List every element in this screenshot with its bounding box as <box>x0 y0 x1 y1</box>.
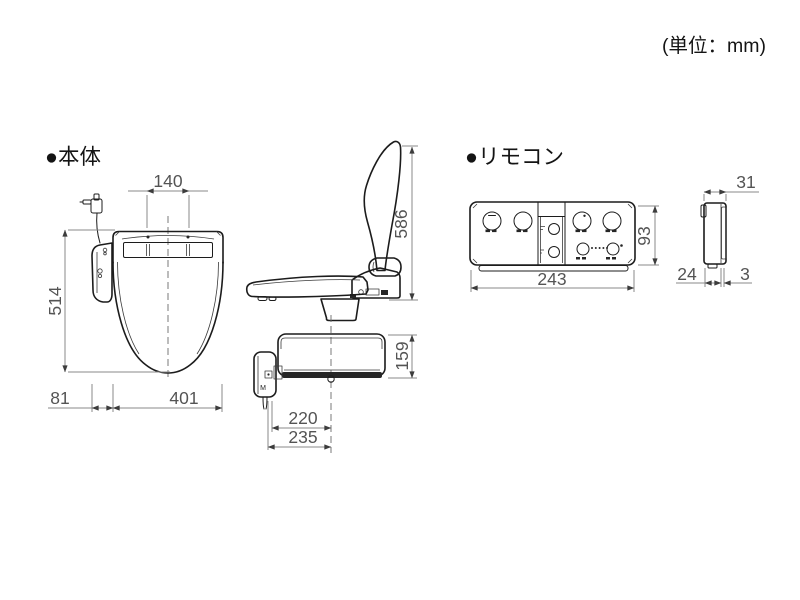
dim-remote-height: 93 <box>634 205 659 266</box>
svg-text:140: 140 <box>153 171 182 191</box>
svg-text:3: 3 <box>740 264 750 284</box>
power-plug-icon <box>79 193 103 244</box>
adjust-micro-labels <box>576 257 616 260</box>
hinge-dot-left <box>146 235 150 239</box>
mounting-plate <box>320 298 360 322</box>
remote-front-view: 243 93 <box>469 201 659 292</box>
remote-side-body <box>703 202 727 265</box>
pod-marking: M <box>260 385 266 392</box>
hinge-slots <box>146 244 190 256</box>
body-top-view: 140 514 81 401 <box>45 171 224 412</box>
center-hook <box>327 375 335 383</box>
lid-raised <box>363 140 402 272</box>
dim-total-depth: 514 <box>45 229 170 373</box>
hinge-cover <box>123 242 213 258</box>
remote-side-view: 31 24 3 <box>676 172 759 287</box>
hinge-dot-right <box>186 235 190 239</box>
section-label-body: ●本体 <box>45 145 101 169</box>
remote-base-strip <box>478 265 629 272</box>
svg-text:31: 31 <box>736 172 755 192</box>
remote-large-button-4 <box>602 211 622 231</box>
svg-text:24: 24 <box>677 264 697 284</box>
svg-text:235: 235 <box>288 427 317 447</box>
seat-bottom-band <box>282 372 382 378</box>
svg-text:220: 220 <box>288 408 317 428</box>
cord-lines <box>262 396 268 410</box>
remote-body <box>469 201 636 266</box>
dim-hinge-pitch: 140 <box>128 171 208 228</box>
seat-foot <box>257 296 268 301</box>
wall-plate <box>721 206 727 260</box>
dim-width-row: 81 401 <box>48 384 223 412</box>
corner-ticks <box>472 203 633 264</box>
seat-profile <box>245 275 369 298</box>
remote-large-button-2 <box>513 211 533 231</box>
remote-large-button-3 <box>572 211 592 231</box>
remote-adjust-button-1 <box>576 242 590 256</box>
seat-back-block <box>112 230 224 264</box>
remote-small-button-power <box>548 223 560 235</box>
svg-text:243: 243 <box>537 269 566 289</box>
svg-text:81: 81 <box>50 388 69 408</box>
seat-ring <box>112 261 224 374</box>
button-micro-labels-right <box>575 229 617 233</box>
dim-remote-width: 243 <box>470 269 635 292</box>
section-label-remote: ●リモコン <box>465 145 564 169</box>
hanger-strip <box>537 202 566 266</box>
dim-center-offsets: 220 235 <box>267 401 332 450</box>
remote-large-button-1 <box>482 211 502 231</box>
svg-text:401: 401 <box>169 388 198 408</box>
dim-rear-height: 159 <box>388 334 417 379</box>
body-rear-view: M 159 220 235 <box>253 326 417 453</box>
body-side-view: 586 <box>245 140 418 331</box>
unit-note: (単位：mm) <box>662 35 766 57</box>
bottom-tab <box>707 263 718 269</box>
remote-small-button-eco <box>548 246 560 258</box>
remote-adjust-button-2 <box>606 242 620 256</box>
dim-remote-body-plate: 24 3 <box>676 264 752 287</box>
side-control-pod <box>91 242 113 303</box>
svg-text:93: 93 <box>634 226 654 245</box>
hinge-knuckle <box>368 257 402 277</box>
dim-lid-open-height: 586 <box>389 145 418 301</box>
dotted-link <box>591 247 608 249</box>
wall-clip <box>700 204 707 218</box>
strip-micro-labels <box>540 226 545 254</box>
svg-text:159: 159 <box>392 341 412 370</box>
side-pod-rear <box>253 351 277 398</box>
svg-text:586: 586 <box>391 209 411 238</box>
dim-remote-depth: 31 <box>703 172 759 201</box>
svg-text:514: 514 <box>45 286 65 315</box>
button-micro-labels-left <box>485 229 528 233</box>
